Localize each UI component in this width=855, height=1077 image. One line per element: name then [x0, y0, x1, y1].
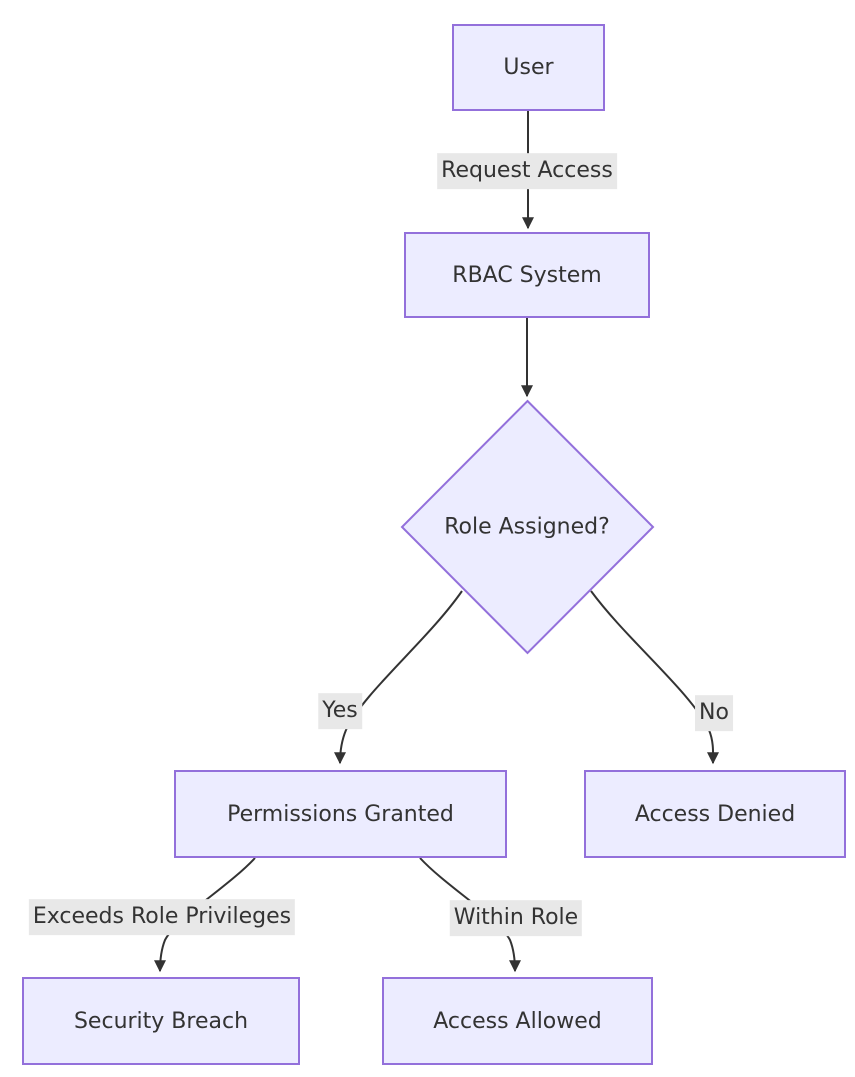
node-access-denied-label: Access Denied [634, 801, 796, 827]
node-user-label: User [503, 55, 554, 80]
edge-label-no: No [695, 695, 733, 731]
edge-label-exceeds-role-privileges: Exceeds Role Privileges [28, 899, 296, 935]
node-user: User [452, 24, 605, 111]
edge-label-within-role: Within Role [449, 900, 583, 936]
edge-role-assigned-to-permissions-granted [334, 590, 463, 765]
node-security-breach-label: Security Breach [73, 1008, 249, 1034]
node-role-assigned-shape [400, 399, 655, 655]
node-permissions-granted: Permissions Granted [174, 770, 507, 858]
node-permissions-granted-label: Permissions Granted [227, 801, 454, 827]
node-access-allowed: Access Allowed [382, 977, 653, 1065]
node-access-denied: Access Denied [584, 770, 846, 858]
edge-label-request-access: Request Access [437, 153, 617, 189]
edge-label-yes: Yes [318, 693, 362, 729]
node-access-allowed-label: Access Allowed [433, 1008, 602, 1034]
node-security-breach: Security Breach [22, 977, 300, 1065]
edge-role-assigned-to-access-denied [590, 590, 720, 765]
node-rbac-system: RBAC System [404, 232, 650, 318]
node-role-assigned-label: Role Assigned? [444, 514, 610, 540]
node-rbac-system-label: RBAC System [452, 262, 602, 288]
